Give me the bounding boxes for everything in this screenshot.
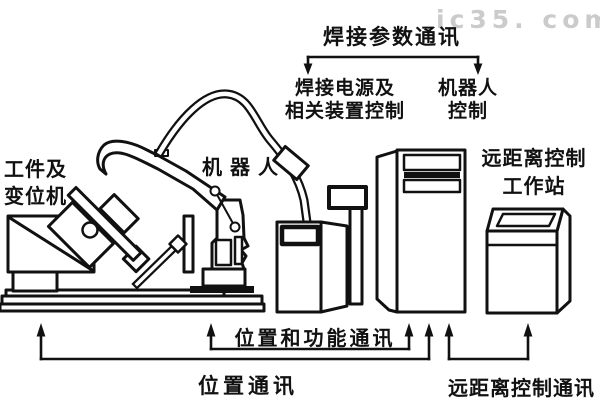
label-line: 相关装置控制 — [284, 100, 405, 122]
label-position-function-comm: 位置和功能通讯 — [234, 326, 396, 350]
label-line: 焊接电源及 — [294, 77, 395, 99]
robot-drawing — [96, 139, 250, 288]
welding-parameter-comm-arrows — [303, 55, 483, 75]
robot-window — [214, 238, 233, 267]
label-line: 控制 — [447, 100, 488, 122]
workstation-front — [485, 229, 559, 315]
label-line: 远距离控制 — [481, 146, 587, 170]
position-comm-arrows — [36, 323, 434, 361]
label-workpiece-positioner: 工件及 变位机 — [4, 156, 84, 210]
torch-cable — [153, 89, 313, 228]
cable-connector — [272, 144, 310, 182]
label-welding-parameter-comm: 焊接参数通讯 — [323, 25, 461, 49]
label-welding-power-control: 焊接电源及 相关装置控制 — [281, 77, 409, 123]
tower-slot-2 — [402, 178, 462, 194]
watermark: ic35. com — [436, 5, 600, 34]
robot-controller-drawing — [375, 148, 467, 314]
tower-side — [375, 149, 399, 314]
robot-slit — [233, 235, 244, 266]
wire-feeder — [327, 185, 368, 210]
source-panel — [279, 224, 321, 247]
tower-slot-1 — [402, 153, 462, 172]
label-position-comm: 位置通讯 — [198, 374, 298, 398]
feeder-post — [348, 206, 364, 306]
source-side — [319, 220, 349, 314]
down-arrow-icon — [473, 63, 483, 75]
robot-base-pad — [190, 286, 254, 293]
label-line: 机器人 — [437, 77, 498, 99]
joint-diamond — [168, 234, 188, 254]
up-arrow-icon — [36, 323, 46, 337]
positioner-rail — [0, 286, 266, 313]
position-function-comm-arrows — [206, 323, 414, 351]
workpiece-positioner-drawing — [6, 186, 195, 293]
up-arrow-icon — [523, 323, 533, 337]
robot-arm — [96, 139, 227, 212]
label-line: 变位机 — [4, 184, 67, 208]
label-robot-control: 机器人 控制 — [420, 77, 516, 123]
workstation-screen — [495, 212, 557, 228]
up-arrow-icon — [444, 323, 454, 337]
robot-base — [201, 267, 247, 288]
tower-dark-band — [404, 172, 460, 178]
label-robot: 机器人 — [202, 155, 286, 179]
workstation-drawing — [485, 207, 572, 315]
label-remote-control-comm: 远距离控制通讯 — [448, 376, 595, 400]
label-remote-workstation: 远距离控制 工作站 — [468, 144, 600, 200]
label-line: 工件及 — [4, 157, 67, 181]
remote-control-comm-arrows — [444, 323, 533, 361]
up-arrow-icon — [424, 323, 434, 337]
positioner-pedestal — [11, 270, 59, 293]
welding-power-source-drawing — [275, 185, 368, 314]
down-arrow-icon — [303, 63, 313, 75]
up-arrow-icon — [404, 323, 414, 337]
up-arrow-icon — [206, 323, 216, 337]
label-line: 工作站 — [502, 174, 566, 198]
